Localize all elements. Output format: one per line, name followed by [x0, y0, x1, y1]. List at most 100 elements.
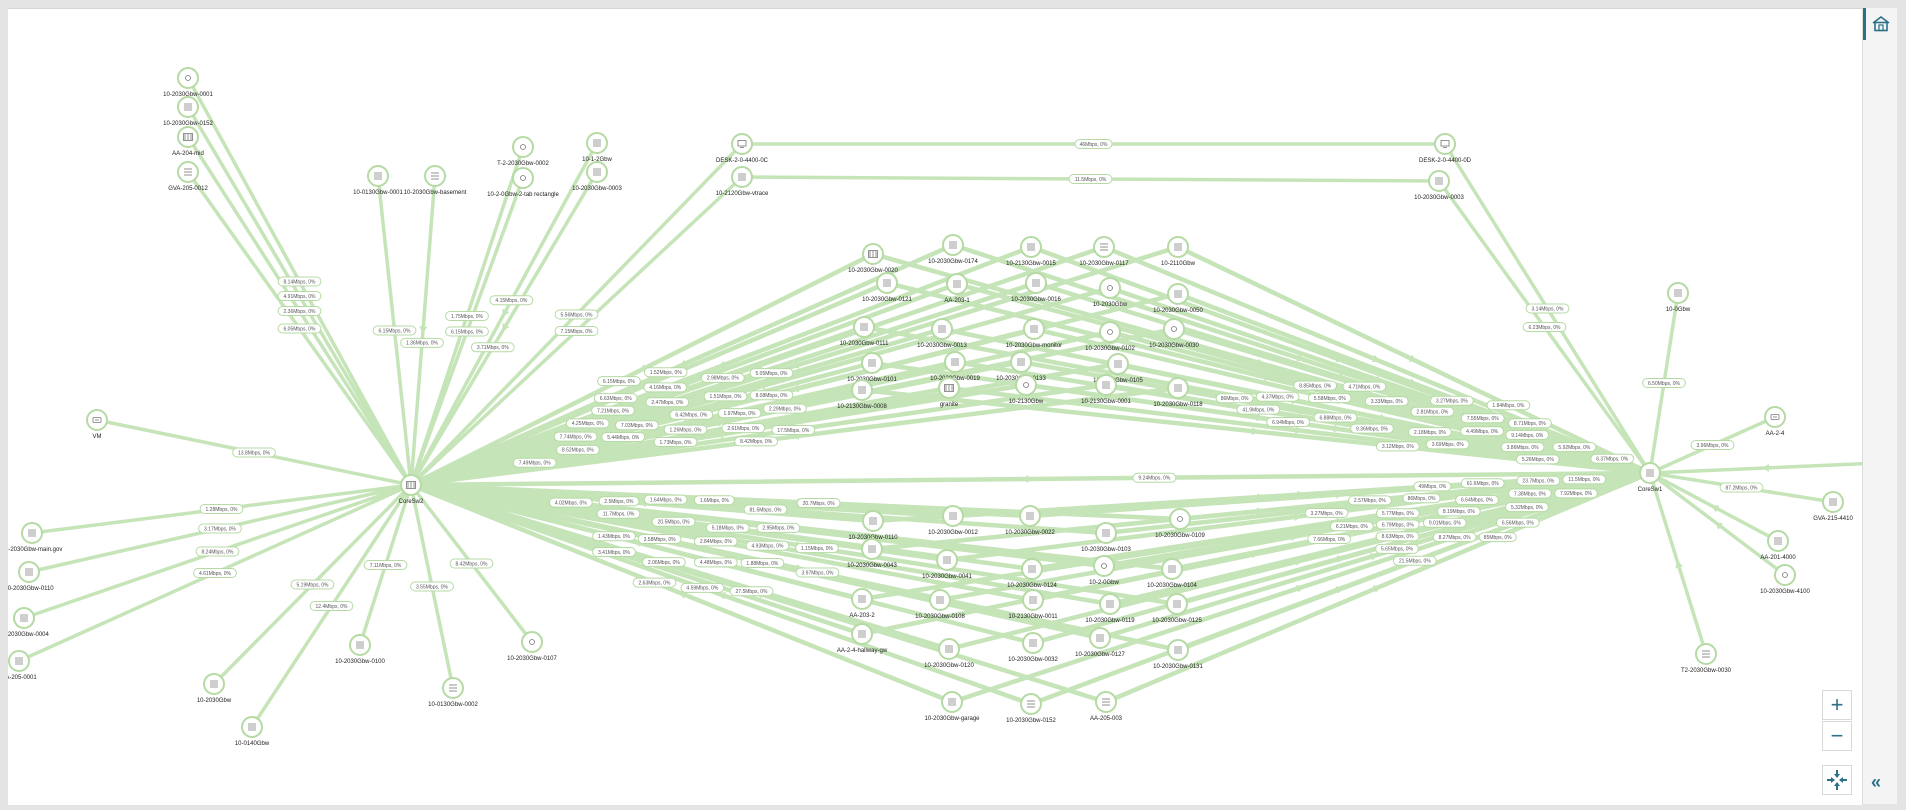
- link-traffic-label[interactable]: 21.5Mbps, 0%: [1392, 555, 1437, 566]
- link-traffic-label[interactable]: 7.49Mbps, 0%: [512, 457, 557, 468]
- link-traffic-label[interactable]: 8.52Mbps, 0%: [556, 444, 600, 455]
- device-node[interactable]: 10-2030Gbw-0101: [847, 352, 898, 383]
- link-traffic-label[interactable]: 8.19Mbps, 0%: [1436, 506, 1481, 517]
- device-node[interactable]: 10-2030Gbw-0110: [848, 510, 898, 541]
- device-node[interactable]: 10-0130Gbw-0002: [428, 677, 479, 708]
- link-traffic-label[interactable]: 81.5Mbps, 0%: [743, 504, 788, 515]
- fit-to-screen-button[interactable]: [1822, 765, 1852, 795]
- link-traffic-label[interactable]: 3.97Mbps, 0%: [795, 567, 840, 578]
- link-traffic-label[interactable]: 8.42Mbps, 0%: [449, 558, 494, 569]
- link-traffic-label[interactable]: 3.27Mbps, 0%: [1304, 508, 1349, 518]
- link-traffic-label[interactable]: 6.15Mbps, 0%: [597, 376, 641, 387]
- device-node[interactable]: 10-2030Gbw-0016: [1011, 272, 1062, 303]
- device-node[interactable]: 10-2030Gbw-0119: [1085, 593, 1135, 624]
- link-traffic-label[interactable]: 6.23Mbps, 0%: [1522, 322, 1567, 332]
- link-traffic-label[interactable]: 1.43Mbps, 0%: [592, 531, 636, 542]
- device-node[interactable]: T2-2030Gbw-0030: [1681, 643, 1732, 674]
- link-traffic-label[interactable]: 9.01Mbps, 0%: [1422, 517, 1467, 528]
- link-line[interactable]: [1648, 462, 1862, 475]
- link-traffic-label[interactable]: 3.17Mbps, 0%: [198, 523, 242, 534]
- zoom-in-button[interactable]: +: [1822, 690, 1852, 720]
- link-traffic-label[interactable]: 2.84Mbps, 0%: [693, 536, 738, 547]
- device-node[interactable]: AA-2-4: [1764, 406, 1786, 437]
- link-traffic-label[interactable]: 1.36Mbps, 0%: [400, 337, 444, 348]
- device-node[interactable]: 10-2030Gbw-0105: [1093, 353, 1144, 384]
- link-traffic-label[interactable]: 8.42Mbps, 0%: [734, 436, 778, 447]
- device-node[interactable]: VM: [86, 409, 108, 440]
- device-node[interactable]: 10-2030Gbw-0110: [8, 561, 54, 592]
- link-traffic-label[interactable]: 5.44Mbps, 0%: [601, 432, 646, 442]
- link-traffic-label[interactable]: 8.08Mbps, 0%: [749, 390, 794, 401]
- device-node[interactable]: GVA-205-0012: [168, 161, 208, 192]
- link-traffic-label[interactable]: 11.5Mbps, 0%: [1068, 174, 1113, 184]
- link-traffic-label[interactable]: 4.25Mbps, 0%: [565, 418, 610, 429]
- link-traffic-label[interactable]: 20.7Mbps, 0%: [796, 498, 841, 508]
- link-traffic-label[interactable]: 5.26Mbps, 0%: [1515, 454, 1560, 465]
- device-node[interactable]: AA-205-0001: [8, 650, 37, 681]
- device-node[interactable]: 10-2030Gbw-0022: [1005, 505, 1056, 536]
- link-traffic-label[interactable]: 7.21Mbps, 0%: [591, 405, 635, 416]
- device-node[interactable]: DESK-2-0-4400-0D: [1419, 133, 1472, 164]
- device-node[interactable]: 10-2130Gbw-0001: [1081, 374, 1132, 405]
- link-traffic-label[interactable]: 1.73Mbps, 0%: [653, 437, 698, 447]
- device-node[interactable]: 10-2130Gbw-0015: [1006, 236, 1057, 267]
- link-traffic-label[interactable]: 1.51Mbps, 0%: [703, 391, 748, 402]
- link-traffic-label[interactable]: 8.63Mbps, 0%: [1375, 531, 1420, 542]
- link-traffic-label[interactable]: 86Mbps, 0%: [1402, 493, 1441, 504]
- link-traffic-label[interactable]: 2.98Mbps, 0%: [700, 372, 745, 383]
- device-node[interactable]: AA-201-4000: [1760, 530, 1796, 561]
- link-traffic-label[interactable]: 7.11Mbps, 0%: [363, 560, 408, 570]
- device-node[interactable]: 10-2030Gbw-0107: [507, 631, 558, 662]
- link-traffic-label[interactable]: 5.56Mbps, 0%: [554, 309, 599, 320]
- link-traffic-label[interactable]: 3.14Mbps, 0%: [1525, 303, 1570, 314]
- link-traffic-label[interactable]: 2.57Mbps, 0%: [1348, 495, 1392, 506]
- link-traffic-label[interactable]: 86Mbps, 0%: [1215, 393, 1254, 404]
- device-node[interactable]: 10-2030Gbw-0041: [922, 549, 973, 580]
- device-node[interactable]: 10-2110Gbw: [1161, 236, 1196, 267]
- link-traffic-label[interactable]: 5.65Mbps, 0%: [1375, 543, 1419, 554]
- link-traffic-label[interactable]: 7.38Mbps, 0%: [1508, 488, 1552, 499]
- device-node[interactable]: 10-2030Gbw-0127: [1075, 627, 1126, 658]
- link-traffic-label[interactable]: 8.85Mbps, 0%: [1293, 380, 1338, 391]
- link-traffic-label[interactable]: 3.33Mbps, 0%: [1364, 396, 1409, 407]
- device-node[interactable]: 10-2030Gbw-0131: [1153, 639, 1204, 670]
- topology-map[interactable]: 8.14Mbps, 0%4.91Mbps, 0%2.36Mbps, 0%6.05…: [8, 9, 1862, 805]
- link-traffic-label[interactable]: 2.81Mbps, 0%: [1410, 406, 1455, 417]
- link-traffic-label[interactable]: 8.27Mbps, 0%: [1432, 532, 1477, 543]
- link-traffic-label[interactable]: 27.5Mbps, 0%: [729, 586, 774, 597]
- link-traffic-label[interactable]: 20.5Mbps, 0%: [651, 516, 696, 527]
- link-traffic-label[interactable]: 5.32Mbps, 0%: [1505, 502, 1549, 513]
- link-traffic-label[interactable]: 61.6Mbps, 0%: [1460, 478, 1505, 489]
- link-traffic-label[interactable]: 1.15Mbps, 0%: [795, 543, 839, 554]
- device-node[interactable]: 10-2120Gbw-vtrace: [716, 166, 769, 197]
- device-node[interactable]: granite: [938, 377, 960, 408]
- device-node[interactable]: 10-2030Gbw-0050: [1153, 283, 1204, 314]
- link-traffic-label[interactable]: 4.16Mbps, 0%: [643, 382, 688, 393]
- link-traffic-label[interactable]: 7.66Mbps, 0%: [1307, 534, 1352, 544]
- link-traffic-label[interactable]: 17.5Mbps, 0%: [771, 425, 816, 435]
- link-traffic-label[interactable]: 4.02Mbps, 0%: [548, 497, 593, 508]
- device-node[interactable]: AA-204-mid: [172, 126, 204, 157]
- link-traffic-label[interactable]: 6.15Mbps, 0%: [445, 326, 489, 337]
- link-traffic-label[interactable]: 6.64Mbps, 0%: [1455, 494, 1499, 505]
- device-node[interactable]: 10-2030Gbw-0004: [8, 607, 50, 638]
- link-traffic-label[interactable]: 4.59Mbps, 0%: [680, 582, 725, 593]
- link-traffic-label[interactable]: 12.4Mbps, 0%: [309, 601, 354, 611]
- device-node[interactable]: 10-2130Gbw-0008: [837, 379, 888, 410]
- device-node[interactable]: 10-2130Gbw: [1009, 374, 1044, 405]
- device-node[interactable]: 10-0140Gbw: [235, 716, 270, 747]
- device-node[interactable]: 10-2030Gbw: [1093, 277, 1128, 308]
- link-traffic-label[interactable]: 3.12Mbps, 0%: [1375, 441, 1420, 452]
- device-node[interactable]: AA-203-2: [849, 588, 875, 619]
- device-node[interactable]: 10-2030Gbw-0104: [1147, 558, 1198, 589]
- link-traffic-label[interactable]: 4.71Mbps, 0%: [1342, 381, 1387, 392]
- device-node[interactable]: 10-2030Gbw-0102: [1085, 321, 1136, 352]
- link-traffic-label[interactable]: 4.93Mbps, 0%: [745, 540, 790, 551]
- device-node[interactable]: 10-2030Gbw-0030: [1149, 318, 1200, 349]
- link-traffic-label[interactable]: 2.18Mbps, 0%: [1408, 427, 1452, 438]
- device-node[interactable]: 10-2030Gbw: [197, 673, 232, 704]
- device-node[interactable]: 10-2030Gbw-0152: [1006, 693, 1057, 724]
- link-traffic-label[interactable]: 2.5Mbps, 0%: [598, 496, 640, 507]
- device-node[interactable]: 10-2030Gbw-0124: [1007, 558, 1058, 589]
- device-node[interactable]: 10-2030Gbw-0152: [163, 96, 214, 127]
